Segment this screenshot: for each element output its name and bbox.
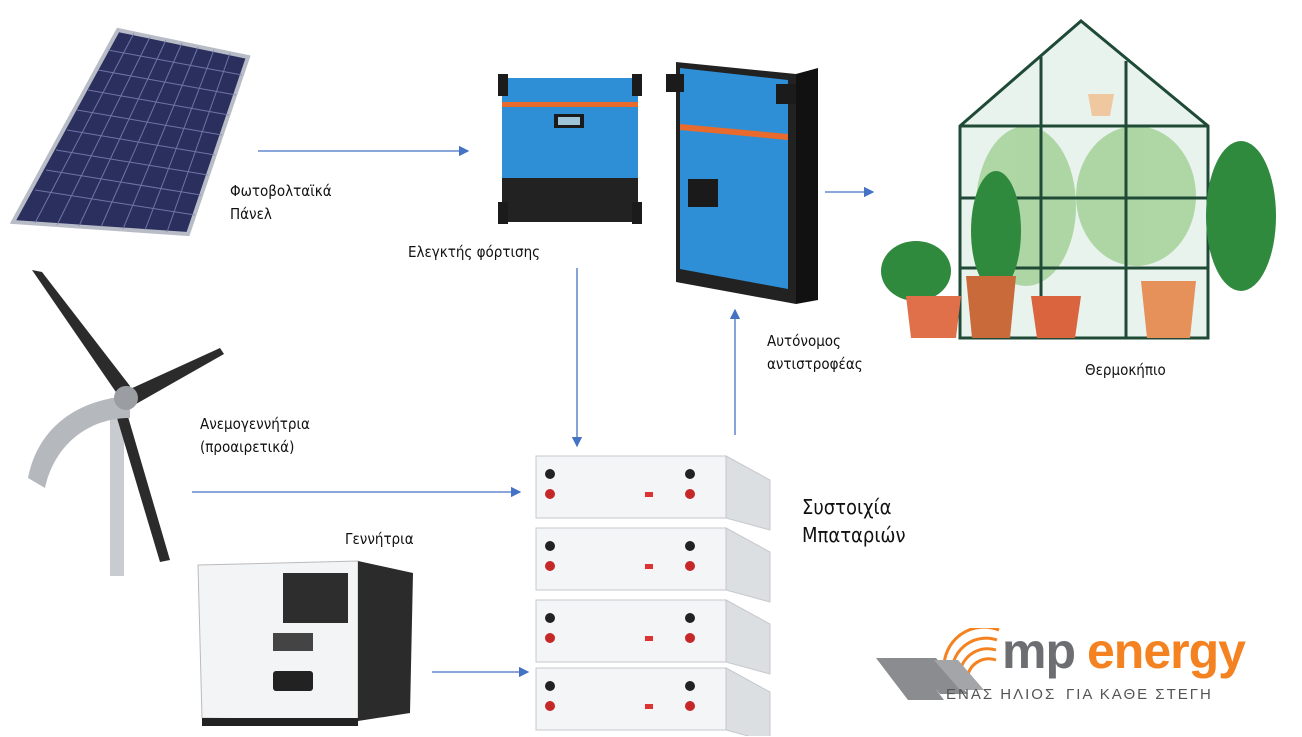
inverter-image [666, 62, 818, 304]
charge-controller-label: Ελεγκτής φόρτισης [408, 243, 541, 261]
battery-bank-label: Συστοιχία Μπαταριών [802, 493, 906, 549]
pv-panel-label-line1: Φωτοβολταϊκά [230, 182, 332, 200]
solar-panel-image [9, 27, 251, 237]
logo-sun-panel-mark [876, 628, 1000, 700]
generator-label: Γεννήτρια [345, 530, 414, 548]
inverter-label: Αυτόνομος αντιστροφέας [767, 330, 863, 376]
battery-bank-image [535, 455, 771, 736]
logo-brand-energy: energy [1087, 623, 1246, 679]
greenhouse-image [881, 19, 1276, 340]
inverter-label-line2: αντιστροφέας [767, 355, 863, 373]
wind-turbine-label-line1: Ανεμογεννήτρια [200, 415, 310, 433]
pv-panel-label: Φωτοβολταϊκά Πάνελ [230, 180, 332, 226]
wind-turbine-label-line2: (προαιρετικά) [200, 438, 295, 456]
inverter-label-line1: Αυτόνομος [767, 332, 841, 350]
generator-image [197, 560, 413, 726]
logo-tagline-left: ΕΝΑΣ ΗΛΙΟΣ [946, 686, 1057, 703]
battery-bank-label-line1: Συστοιχία [802, 495, 892, 519]
logo-tagline-right: ΓΙΑ ΚΑΘΕ ΣΤΕΓΗ [1066, 686, 1213, 703]
logo-brand-mp: mp [1002, 623, 1076, 679]
wind-turbine-image [28, 270, 224, 576]
pv-panel-label-line2: Πάνελ [230, 205, 272, 223]
greenhouse-label: Θερμοκήπιο [1085, 361, 1166, 379]
mp-energy-logo: mp energy ΕΝΑΣ ΗΛΙΟΣ ΓΙΑ ΚΑΘΕ ΣΤΕΓΗ [874, 623, 1284, 718]
battery-module [535, 455, 771, 531]
wind-turbine-label: Ανεμογεννήτρια (προαιρετικά) [200, 413, 310, 459]
battery-bank-label-line2: Μπαταριών [802, 523, 906, 547]
charge-controller-image [498, 74, 642, 224]
